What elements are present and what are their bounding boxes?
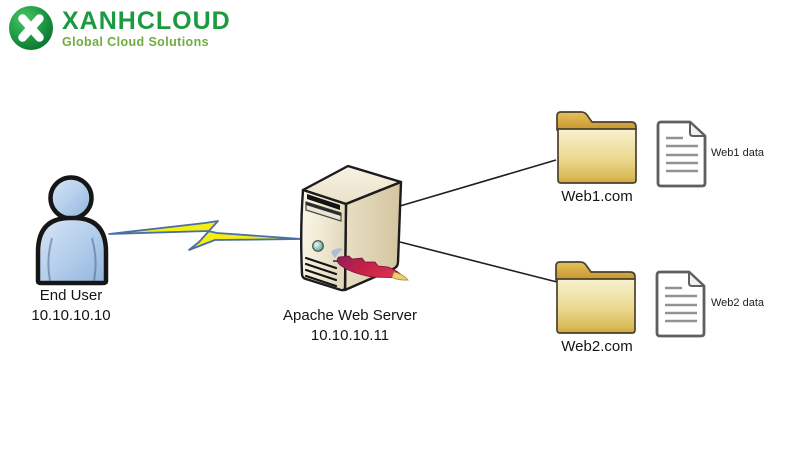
server-label: Apache Web Server xyxy=(283,307,417,324)
data1-label: Web1 data xyxy=(711,147,765,159)
document-icon-web1 xyxy=(656,120,707,188)
server-power-button xyxy=(312,240,324,252)
connector-line-web2 xyxy=(399,241,558,283)
server-drive-bay xyxy=(307,194,340,210)
apache-feather-icon xyxy=(331,248,409,281)
connector-line-web1 xyxy=(399,159,557,207)
brand-logo: XANHCLOUD Global Cloud Solutions xyxy=(8,5,231,51)
end-user-label: End User xyxy=(39,287,103,304)
logo-x-icon xyxy=(9,6,53,50)
server-icon xyxy=(300,164,409,292)
end-user-icon xyxy=(35,175,109,286)
brand-tagline: Global Cloud Solutions xyxy=(62,34,209,49)
folder-icon-web1 xyxy=(556,111,637,184)
brand-name: XANHCLOUD xyxy=(62,6,231,35)
document-icon-web2 xyxy=(655,270,706,338)
server-ip: 10.10.10.11 xyxy=(310,327,390,344)
server-vents xyxy=(304,256,338,288)
site2-label: Web2.com xyxy=(561,338,633,355)
data2-label: Web2 data xyxy=(711,297,765,309)
end-user-ip: 10.10.10.10 xyxy=(31,307,111,324)
site1-label: Web1.com xyxy=(561,188,633,205)
lightning-bolt-icon xyxy=(108,220,303,251)
folder-icon-web2 xyxy=(555,261,636,334)
